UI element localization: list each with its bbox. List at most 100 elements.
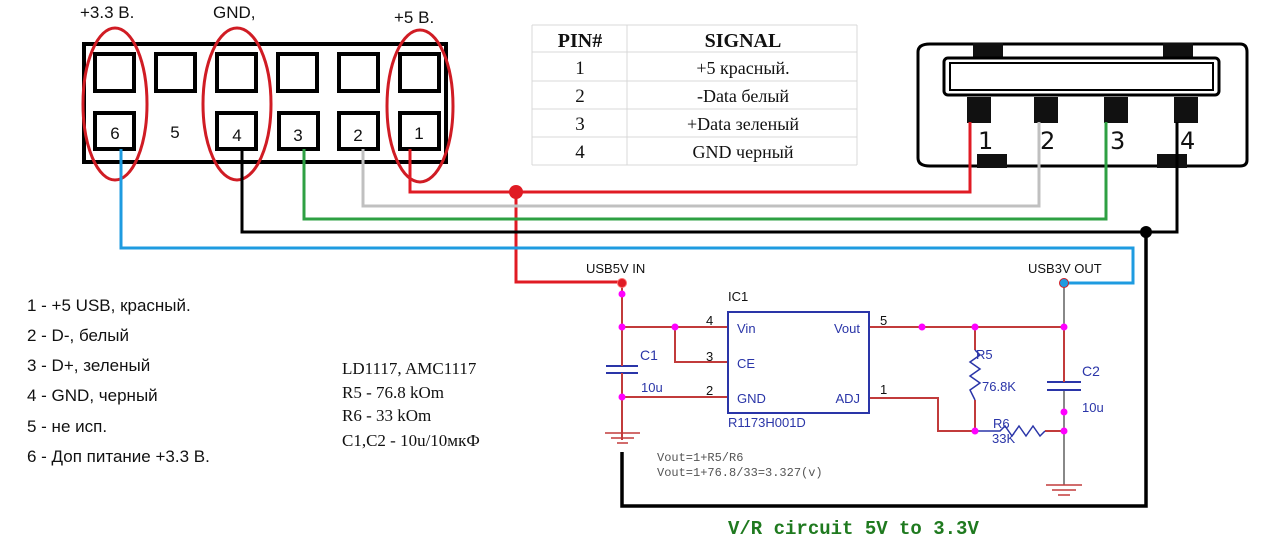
header-pin-number: 5 <box>170 123 179 142</box>
ic-pin-adj: ADJ <box>835 391 860 406</box>
wire-blue-3v3 <box>119 149 1135 285</box>
table-row: 2 -Data белый <box>575 86 789 107</box>
usb-pin-number: 3 <box>1110 127 1125 155</box>
highlight-ellipse-pin4 <box>201 26 273 182</box>
usb-contact-3 <box>1104 97 1128 123</box>
pin-signal-table: PIN# SIGNAL 1 +5 красный. 2 -Data белый … <box>531 24 858 166</box>
highlight-ellipse-pin6 <box>81 26 149 182</box>
schematic-junctions <box>618 290 1068 435</box>
c1-ref: C1 <box>640 347 658 363</box>
junction-dot <box>918 323 926 331</box>
net-adj <box>869 397 975 432</box>
header-pin-1 <box>398 111 441 151</box>
header-pin-top <box>337 52 380 93</box>
parts-note: R6 - 33 kOm <box>342 406 431 425</box>
ic1-ref: IC1 <box>728 289 748 304</box>
ground-icon <box>605 432 640 444</box>
junction-red <box>509 185 523 199</box>
r6-resistor <box>975 424 1046 438</box>
pin6-voltage-label: +3.3 В. <box>80 3 134 22</box>
r6-ref: R6 <box>993 416 1010 431</box>
junction-dot <box>971 323 979 331</box>
c2-ref: C2 <box>1082 363 1100 379</box>
legend-item: 5 - не исп. <box>27 417 107 436</box>
table-row: 1 +5 красный. <box>575 58 789 79</box>
formula-line-2: Vout=1+76.8/33=3.327(v) <box>657 466 823 480</box>
header-pin-top <box>276 52 319 93</box>
usb-bottom-tab <box>1157 154 1187 168</box>
wire-white-data-minus <box>361 122 1041 208</box>
header-pin-4 <box>215 111 258 151</box>
motherboard-usb-header: +3.3 В. GND, +5 В. 6 5 4 3 2 1 <box>80 3 455 184</box>
header-pin-3 <box>277 111 320 151</box>
ic-pin-ce: CE <box>737 356 755 371</box>
wire-red-to-regulator <box>514 192 622 284</box>
pin1-voltage-label: +5 В. <box>394 8 434 27</box>
ic-pin-number: 3 <box>706 349 713 364</box>
usb-tab <box>1163 43 1193 57</box>
r5-ref: R5 <box>976 347 993 362</box>
usb-pin-number: 1 <box>978 127 993 155</box>
table-cell-signal: -Data белый <box>697 86 789 106</box>
usb-tab <box>973 43 1003 57</box>
c1-value: 10u <box>641 380 663 395</box>
wires <box>119 122 1179 508</box>
header-pin-2 <box>337 111 380 151</box>
usb-tongue <box>942 56 1221 97</box>
circuit-title: V/R circuit 5V to 3.3V <box>728 518 979 540</box>
ic-pin-gnd: GND <box>737 391 766 406</box>
usb5v-in-terminal <box>617 278 627 288</box>
parts-notes: LD1117, AMC1117 R5 - 76.8 kOm R6 - 33 kO… <box>342 359 480 450</box>
wire-green-data-plus <box>302 122 1108 221</box>
junction-dot <box>1060 427 1068 435</box>
parts-note: R5 - 76.8 kOm <box>342 383 444 402</box>
parts-note: C1,C2 - 10u/10мкФ <box>342 431 480 450</box>
ic-pin-vin: Vin <box>737 321 756 336</box>
parts-note: LD1117, AMC1117 <box>342 359 477 378</box>
legend-item: 6 - Доп питание +3.3 В. <box>27 447 210 466</box>
wire-black-gnd <box>240 122 1179 234</box>
pin4-gnd-label: GND, <box>213 3 256 22</box>
usb3v-out-label: USB3V OUT <box>1028 261 1102 276</box>
header-pin-6 <box>93 111 136 151</box>
header-pin-top <box>93 52 136 93</box>
table-cell-pin: 4 <box>575 142 585 163</box>
usb-a-connector: 1 2 3 4 <box>916 42 1249 168</box>
regulator-schematic: USB5V IN USB3V OUT C1 10u C <box>586 261 1104 540</box>
legend-item: 2 - D-, белый <box>27 326 129 345</box>
usb-contact-1 <box>967 97 991 123</box>
table-cell-signal: GND черный <box>693 142 794 162</box>
header-pin-number: 1 <box>414 124 423 143</box>
ic-pin-number: 5 <box>880 313 887 328</box>
header-pin-top <box>398 52 441 93</box>
usb5v-in-label: USB5V IN <box>586 261 645 276</box>
junction-dot <box>1060 323 1068 331</box>
table-row: 4 GND черный <box>575 142 794 163</box>
legend-item: 4 - GND, черный <box>27 386 158 405</box>
table-header-pin: PIN# <box>558 30 602 52</box>
header-pin-number: 3 <box>293 126 302 145</box>
junction-black <box>1140 226 1152 238</box>
ic-pin-number: 4 <box>706 313 713 328</box>
table-header-signal: SIGNAL <box>705 30 782 52</box>
formula-line-1: Vout=1+R5/R6 <box>657 451 743 465</box>
header-pin-top <box>215 52 258 93</box>
usb-contact-2 <box>1034 97 1058 123</box>
ground-icon <box>1046 484 1082 496</box>
r5-value: 76.8K <box>982 379 1016 394</box>
pin-legend: 1 - +5 USB, красный. 2 - D-, белый 3 - D… <box>27 296 210 466</box>
header-pin-top <box>154 52 197 93</box>
usb3v-out-terminal <box>1059 278 1069 288</box>
junction-dot <box>618 323 626 331</box>
junction-dot <box>971 427 979 435</box>
r5-resistor <box>968 349 982 401</box>
junction-dot <box>618 290 626 298</box>
r6-value: 33K <box>992 431 1015 446</box>
legend-item: 1 - +5 USB, красный. <box>27 296 191 315</box>
table-cell-pin: 2 <box>575 86 585 107</box>
ic1-regulator <box>727 311 870 414</box>
table-cell-signal: +Data зеленый <box>687 114 799 134</box>
legend-item: 3 - D+, зеленый <box>27 356 150 375</box>
junction-dot <box>618 393 626 401</box>
